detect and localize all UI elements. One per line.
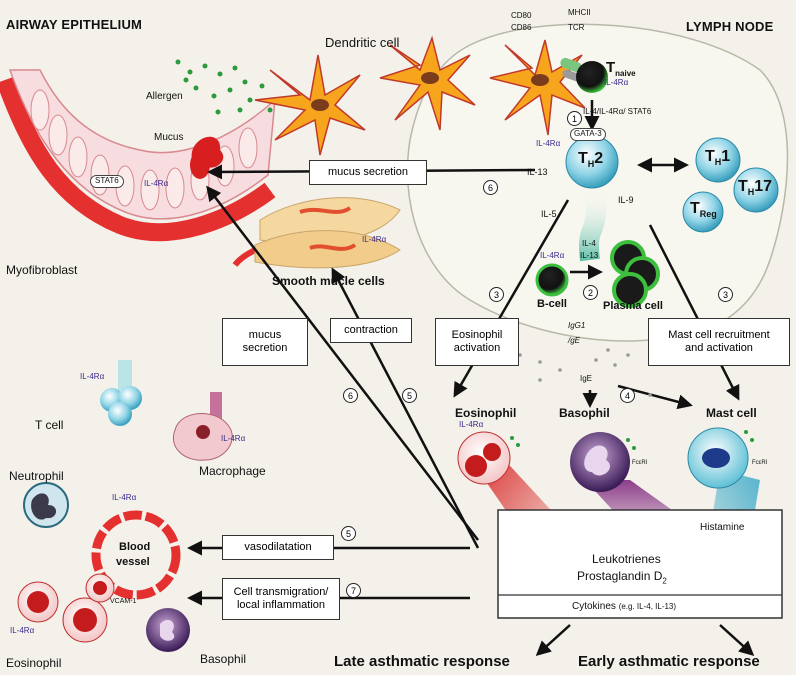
b-cell-label: B-cell: [537, 298, 567, 310]
th2-label: TH2: [578, 150, 603, 170]
eosinophil-bottom-label: Eosinophil: [6, 657, 61, 670]
airway-epithelium-heading: AIRWAY EPITHELIUM: [6, 18, 142, 32]
mast-cell-label: Mast cell: [706, 407, 757, 420]
mucus-blob: [192, 137, 224, 168]
th17-label: TH17: [738, 178, 772, 198]
myofibroblast-label: Myofibroblast: [6, 264, 77, 277]
blood-vessel-label-2: vessel: [116, 556, 150, 568]
il4-label: IL-4: [582, 240, 596, 249]
cd86-label: CD86: [511, 24, 531, 33]
lymph-node-heading: LYMPH NODE: [686, 20, 773, 34]
il4ra-eos-bottom-label: IL-4Rα: [10, 627, 34, 636]
mhcii-label: MHCII: [568, 9, 591, 18]
basophil-label: Basophil: [559, 407, 610, 420]
stat6-label: STAT6: [90, 175, 124, 188]
contraction-box: contraction: [330, 318, 412, 343]
basophil-bottom-label: Basophil: [200, 653, 246, 666]
dendritic-cell-label: Dendritic cell: [325, 36, 399, 50]
late-response-label: Late asthmatic response: [334, 654, 510, 671]
step-5-bottom: 5: [341, 526, 356, 541]
t-cell-cluster: [100, 360, 142, 426]
step-3-right: 3: [718, 287, 733, 302]
step-6-top: 6: [483, 180, 498, 195]
igg1-label: IgG1: [568, 322, 585, 331]
il13b-label: IL-13: [580, 252, 598, 261]
step-3-left: 3: [489, 287, 504, 302]
ige-slash-label: /gE: [568, 337, 580, 346]
il13-label: IL-13: [527, 168, 548, 178]
macrophage-label: Macrophage: [199, 465, 266, 478]
leukotrienes-label: Leukotrienes: [592, 553, 661, 566]
plasma-cell-label: Plasma cell: [603, 300, 663, 312]
early-response-label: Early asthmatic response: [578, 654, 760, 671]
step-6-mid: 6: [343, 388, 358, 403]
th1-label: TH1: [705, 148, 730, 168]
il4ra-th2-label: IL-4Rα: [536, 140, 560, 149]
eosinophil-label: Eosinophil: [455, 407, 516, 420]
il4ra-bcell-label: IL-4Rα: [540, 252, 564, 261]
b-cell: [537, 265, 567, 295]
vasodilatation-box: vasodilatation: [222, 535, 334, 560]
il4ra-eosinophil-label: IL-4Rα: [459, 421, 483, 430]
il4ra-smooth-label: IL-4Rα: [362, 236, 386, 245]
il4ra-vessel-label: IL-4Rα: [112, 494, 136, 503]
allergen-label: Allergen: [146, 91, 183, 102]
prostaglandin-label: Prostaglandin D2: [577, 570, 667, 586]
basophil-bottom: [146, 608, 190, 652]
fceri-mast-label: FcεRI: [752, 460, 767, 467]
gata3-label: GATA-3: [570, 128, 606, 141]
il4ra-epithelium-label: IL-4Rα: [144, 180, 168, 189]
smooth-muscle-cells: [255, 198, 400, 268]
step-7: 7: [346, 583, 361, 598]
step-5-mid: 5: [402, 388, 417, 403]
histamine-label: Histamine: [700, 522, 744, 533]
mucus-label: Mucus: [154, 132, 183, 143]
neutrophil-label: Neutrophil: [9, 470, 64, 483]
cd80-label: CD80: [511, 12, 531, 21]
ige-label: IgE: [580, 375, 592, 384]
macrophage: [173, 392, 232, 460]
t-naive-label: Tnaive: [606, 60, 636, 79]
t-cell-label: T cell: [35, 419, 63, 432]
treg-label: TReg: [690, 200, 717, 220]
tcr-label: TCR: [568, 24, 584, 33]
smooth-muscle-label: Smooth mucle cells: [272, 275, 385, 288]
step-1: 1: [567, 111, 582, 126]
blood-vessel-label-1: Blood: [119, 541, 150, 553]
cytokines-label: Cytokines (e.g. IL-4, IL-13): [572, 601, 676, 612]
mucus-secretion-box: mucus secretion: [309, 160, 427, 185]
allergen-particles: [176, 60, 273, 115]
il4ra-macrophage-label: IL-4Rα: [221, 435, 245, 444]
il5-label: IL-5: [541, 210, 557, 220]
il4ra-tcell-label: IL-4Rα: [80, 373, 104, 382]
vcam1-label: VCAM-1: [110, 598, 136, 606]
t-naive-cell: [576, 61, 608, 93]
step-4: 4: [620, 388, 635, 403]
neutrophil: [24, 483, 68, 527]
il9-label: IL-9: [618, 196, 634, 206]
il4-pathway-label: IL-4/IL-4Rα/ STAT6: [583, 108, 651, 117]
cell-transmigration-box: Cell transmigration/local inflammation: [222, 578, 340, 620]
step-2: 2: [583, 285, 598, 300]
fceri-basophil-label: FcεRI: [632, 460, 647, 467]
il4ra-tnaive-label: IL-4Rα: [604, 79, 628, 88]
